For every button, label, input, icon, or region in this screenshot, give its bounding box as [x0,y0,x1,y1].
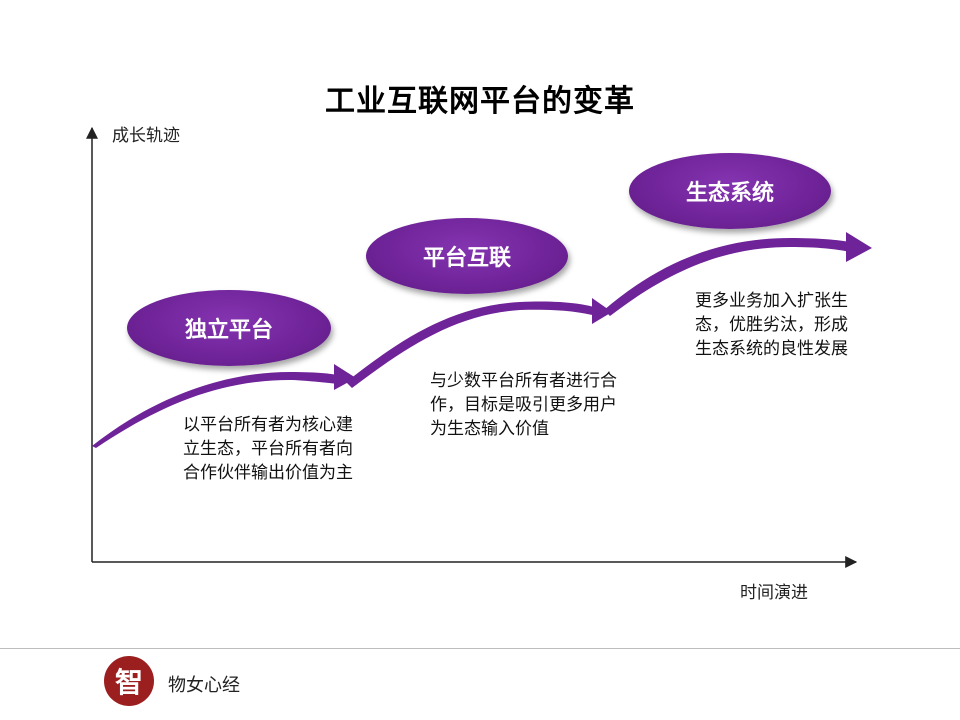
stage-description-3: 更多业务加入扩张生态，优胜劣汰，形成生态系统的良性发展 [695,291,848,359]
growth-curve-segment-1 [92,372,340,448]
slide-title: 工业互联网平台的变革 [325,84,635,119]
growth-arrowhead-3 [846,232,872,262]
growth-curve-segment-2 [346,301,598,388]
growth-arrowhead-2 [592,298,612,324]
growth-curve-segment-3 [604,238,850,316]
x-axis-label: 时间演进 [740,583,808,603]
stage-description-1: 以平台所有者为核心建立生态，平台所有者向合作伙伴输出价值为主 [183,415,353,483]
stage-badge-platform-interconnection: 平台互联 [366,218,568,294]
stage-badge-independent-platform: 独立平台 [127,290,331,366]
stage-badge-ecosystem: 生态系统 [629,153,831,229]
footer-divider [0,648,960,649]
growth-arrowhead-1 [334,364,356,390]
footer-brand-text: 物女心经 [168,675,240,696]
stage-description-2: 与少数平台所有者进行合作，目标是吸引更多用户为生态输入价值 [430,371,617,439]
y-axis-label: 成长轨迹 [112,126,180,146]
brand-logo-icon: 智 [104,656,154,706]
